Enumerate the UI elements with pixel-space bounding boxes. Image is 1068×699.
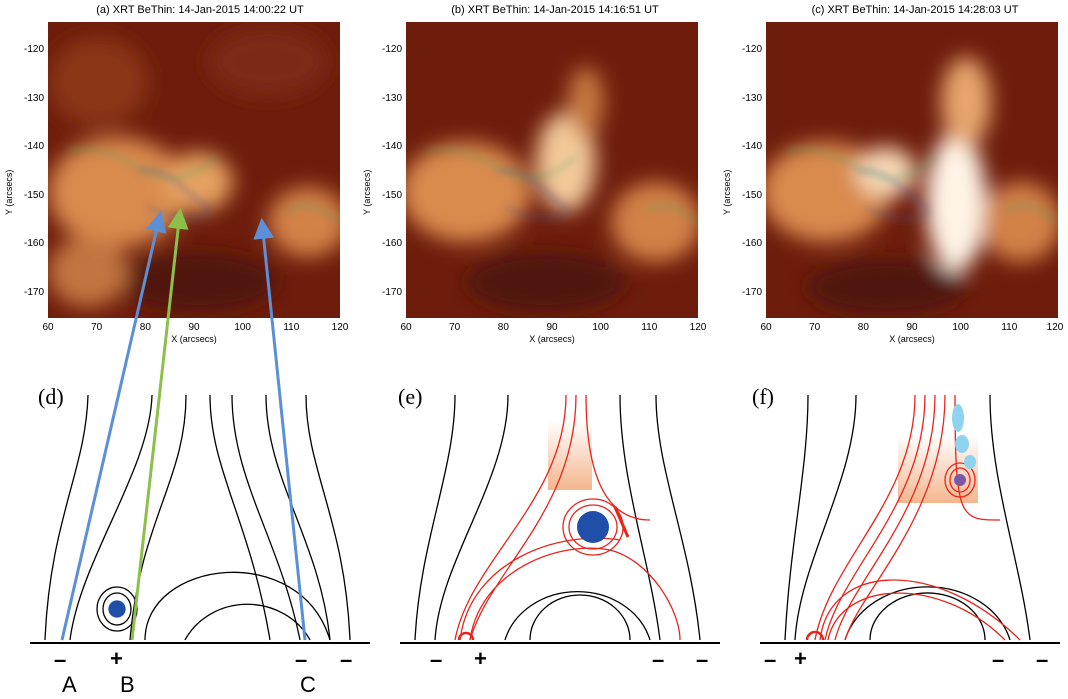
ytick: -140 xyxy=(381,141,402,152)
panel-a-xlabel: X (arcsecs) xyxy=(171,334,217,344)
xtick: 100 xyxy=(234,322,251,333)
ytick: -130 xyxy=(23,93,44,104)
xtick: 70 xyxy=(91,322,103,333)
ytick: -130 xyxy=(381,93,402,104)
schematic-e-reconnected xyxy=(454,394,681,641)
polarity-f-1: – xyxy=(764,647,777,672)
panel-e-label: (e) xyxy=(398,384,423,409)
xtick: 120 xyxy=(331,322,349,333)
xtick: 110 xyxy=(1001,322,1018,333)
schematic-d xyxy=(30,394,370,644)
filament-e xyxy=(577,511,609,543)
xtick: 80 xyxy=(497,322,509,333)
blob-f xyxy=(954,474,966,486)
xtick: 80 xyxy=(857,322,869,333)
xtick: 70 xyxy=(449,322,461,333)
panel-b-title: (b) XRT BeThin: 14-Jan-2015 14:16:51 UT xyxy=(451,4,659,16)
polarity-e-2: + xyxy=(474,646,487,671)
polarity-e-1: – xyxy=(430,647,443,672)
footpoint-b: B xyxy=(120,672,135,697)
ytick: -170 xyxy=(23,287,44,298)
polarity-d-3: – xyxy=(295,647,308,672)
ytick: -150 xyxy=(741,190,762,201)
polarity-e-4: – xyxy=(696,647,709,672)
panel-c-title: (c) XRT BeThin: 14-Jan-2015 14:28:03 UT xyxy=(811,4,1019,16)
polarity-f-2: + xyxy=(794,646,807,671)
xtick: 60 xyxy=(760,322,772,333)
xtick: 100 xyxy=(592,322,609,333)
polarity-f-4: – xyxy=(1036,647,1049,672)
schematic-f xyxy=(760,394,1060,644)
ytick: -150 xyxy=(381,190,402,201)
polarity-d-1: – xyxy=(54,647,67,672)
xtick: 90 xyxy=(906,322,918,333)
schematic-e xyxy=(400,394,720,644)
cyan-blobs-f xyxy=(952,404,976,469)
ytick: -120 xyxy=(741,44,762,55)
xtick: 60 xyxy=(42,322,54,333)
footpoint-c: C xyxy=(300,672,316,697)
polarity-d-4: – xyxy=(340,647,353,672)
panel-c-xlabel: X (arcsecs) xyxy=(889,334,935,344)
schematic-f-reconnected xyxy=(805,394,1021,641)
panel-f-label: (f) xyxy=(752,384,774,409)
panel-a-title: (a) XRT BeThin: 14-Jan-2015 14:00:22 UT xyxy=(96,4,304,16)
ytick: -170 xyxy=(741,287,762,298)
xtick: 90 xyxy=(546,322,558,333)
ytick: -150 xyxy=(23,190,44,201)
polarity-e-3: – xyxy=(652,647,665,672)
ytick: -140 xyxy=(23,141,44,152)
ytick: -120 xyxy=(381,44,402,55)
xrt-image-c xyxy=(766,22,1058,318)
ytick: -160 xyxy=(381,238,402,249)
footpoint-a: A xyxy=(62,672,77,697)
xrt-image-b xyxy=(406,22,698,318)
xtick: 120 xyxy=(689,322,707,333)
xtick: 110 xyxy=(641,322,658,333)
ytick: -170 xyxy=(381,287,402,298)
xtick: 60 xyxy=(400,322,412,333)
panel-b-xlabel: X (arcsecs) xyxy=(529,334,575,344)
ytick: -160 xyxy=(741,238,762,249)
ytick: -130 xyxy=(741,93,762,104)
polarity-f-3: – xyxy=(992,647,1005,672)
panel-d-arrows xyxy=(60,207,307,641)
xtick: 90 xyxy=(188,322,200,333)
panel-d-label: (d) xyxy=(38,384,64,409)
ytick: -140 xyxy=(741,141,762,152)
xtick: 80 xyxy=(139,322,151,333)
ytick: -120 xyxy=(23,44,44,55)
xtick: 110 xyxy=(283,322,300,333)
xtick: 120 xyxy=(1046,322,1064,333)
xtick: 100 xyxy=(952,322,969,333)
ytick: -160 xyxy=(23,238,44,249)
xtick: 70 xyxy=(809,322,821,333)
polarity-d-2: + xyxy=(110,646,123,671)
